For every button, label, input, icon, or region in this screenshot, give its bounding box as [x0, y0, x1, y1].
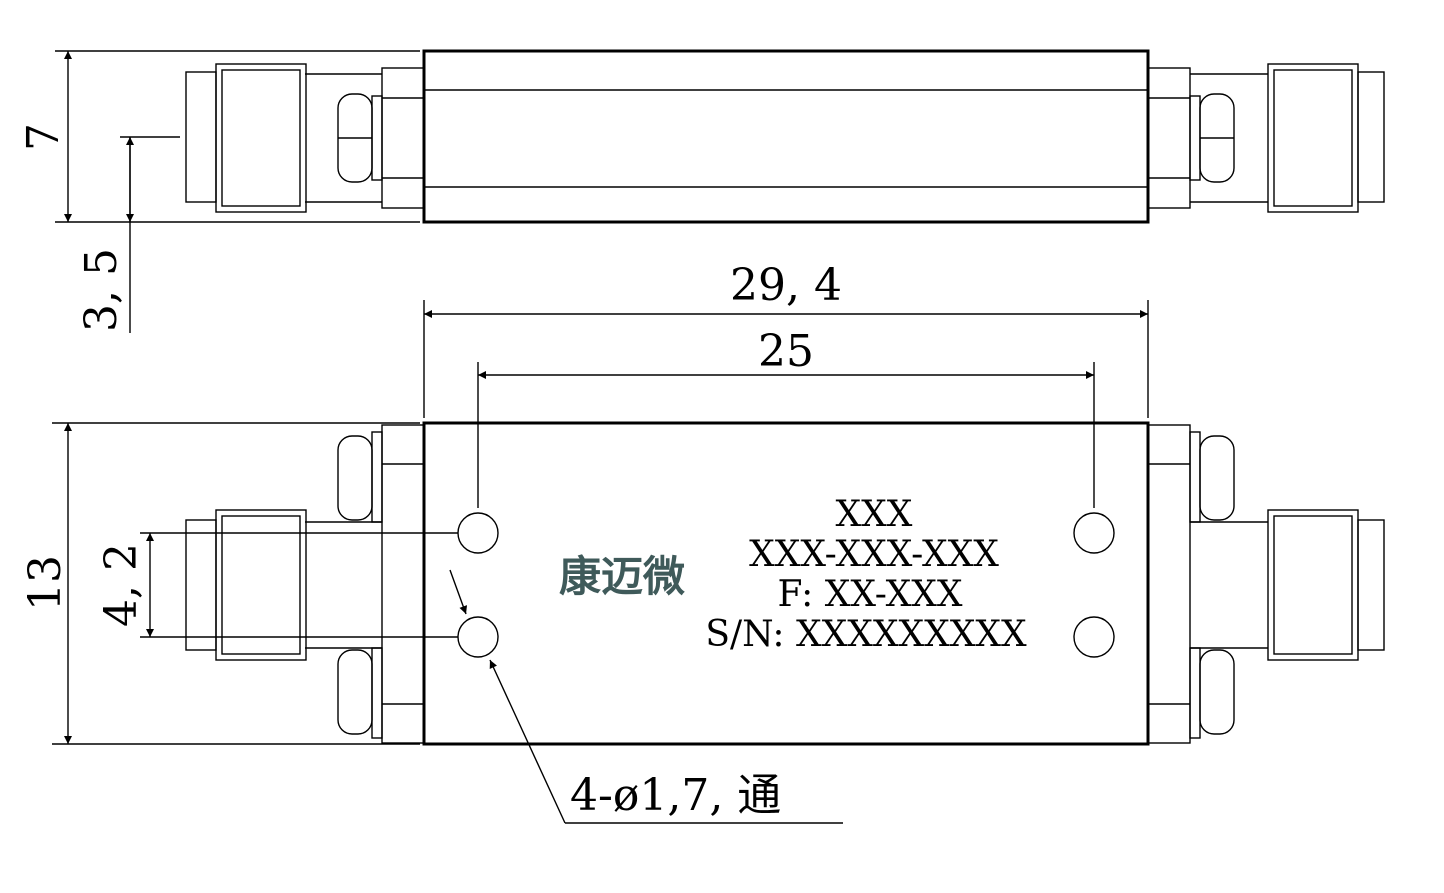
- company-logo: 康迈微: [559, 552, 685, 601]
- dim-top-height-text: 13: [20, 555, 71, 611]
- label-line-4: S/N: XXXXXXXXX: [705, 614, 1027, 655]
- hole-callout: 4-ø1,7, 通: [449, 569, 843, 824]
- dim-side-height: 7: [18, 50, 420, 223]
- dim-side-height-text: 7: [18, 123, 69, 151]
- side-view: 7 3, 5: [18, 49, 1385, 333]
- dim-hole-pitch: 4, 2: [96, 532, 458, 638]
- label-line-2: XXX-XXX-XXX: [749, 534, 999, 575]
- label-line-1: XXX: [836, 494, 913, 535]
- dim-hole-spacing-text: 25: [758, 326, 814, 377]
- dim-hole-spacing: 25: [477, 326, 1095, 508]
- dim-hole-pitch-text: 4, 2: [96, 543, 147, 627]
- dim-overall-length: 29, 4: [423, 260, 1149, 418]
- mounting-hole-top-left: [457, 512, 499, 554]
- dim-top-height: 13: [20, 422, 420, 745]
- side-right-connector: [1147, 63, 1385, 213]
- hole-callout-text: 4-ø1,7, 通: [570, 770, 781, 821]
- top-view: 康迈微 XXX XXX-XXX-XXX F: XX-XXX S/N: XXXXX…: [20, 421, 1385, 824]
- dim-side-center: 3, 5: [76, 136, 180, 333]
- top-left-connector: [185, 424, 425, 744]
- dim-side-center-text: 3, 5: [76, 248, 127, 332]
- mounting-hole-top-right: [1073, 512, 1115, 554]
- mounting-hole-bottom-left: [457, 616, 499, 658]
- side-body: [422, 49, 1150, 224]
- top-right-connector: [1147, 424, 1385, 744]
- mounting-hole-bottom-right: [1073, 616, 1115, 658]
- label-line-3: F: XX-XXX: [777, 574, 962, 615]
- dim-overall-length-text: 29, 4: [730, 260, 842, 311]
- side-left-connector: [185, 63, 425, 213]
